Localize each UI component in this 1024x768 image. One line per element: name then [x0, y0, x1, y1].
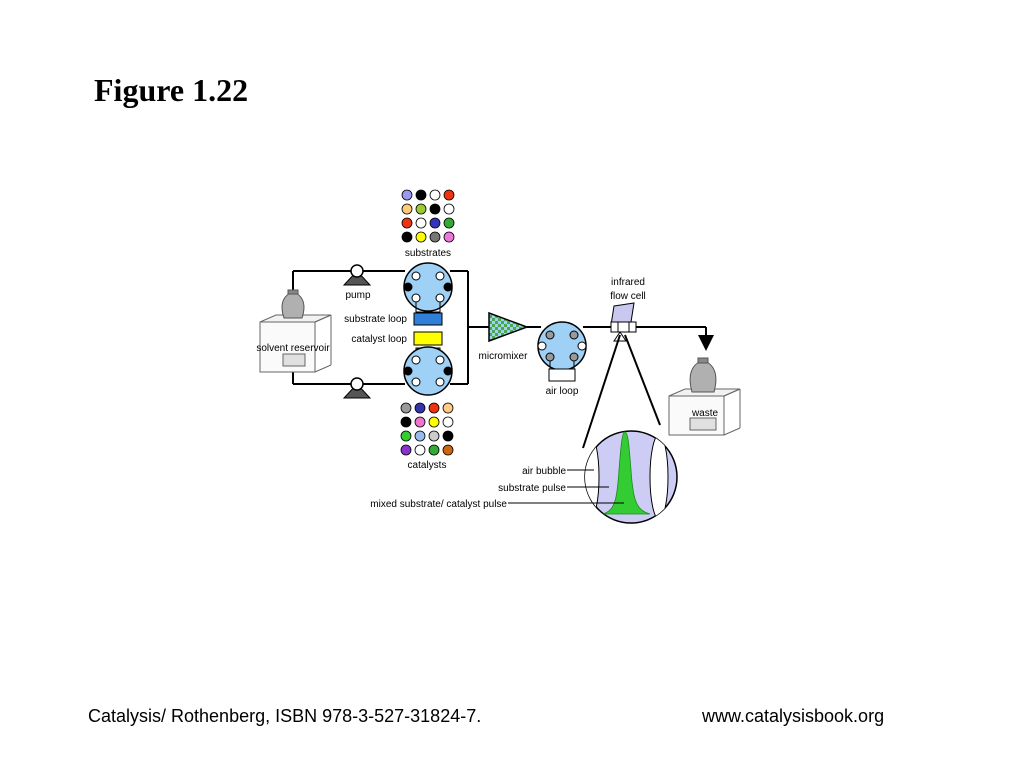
substrates-label: substrates: [405, 248, 451, 259]
flow-detail-circle: [584, 430, 678, 524]
color-dot: [415, 217, 427, 229]
color-dot: [443, 189, 455, 201]
catalyst-loop: [413, 331, 443, 346]
color-dot: [414, 402, 426, 414]
color-dot: [414, 416, 426, 428]
color-dot: [442, 444, 454, 456]
color-dot: [443, 203, 455, 215]
waste-container: [668, 357, 741, 436]
infrared-label-line1: infrared: [611, 277, 645, 288]
color-dot: [428, 444, 440, 456]
color-dot: [401, 231, 413, 243]
color-dot: [401, 189, 413, 201]
color-dot: [400, 430, 412, 442]
color-dot: [414, 444, 426, 456]
color-dot: [429, 231, 441, 243]
color-dot: [428, 402, 440, 414]
infrared-label-line2: flow cell: [610, 291, 646, 302]
pump-bottom: [342, 377, 372, 399]
catalysts-label: catalysts: [408, 460, 447, 471]
color-dot: [400, 444, 412, 456]
color-dot: [429, 217, 441, 229]
footer-url[interactable]: www.catalysisbook.org: [702, 706, 885, 726]
color-dot: [443, 217, 455, 229]
color-dot: [442, 416, 454, 428]
catalyst-loop-label: catalyst loop: [351, 334, 407, 345]
color-dot: [401, 203, 413, 215]
air-loop-label: air loop: [546, 386, 579, 397]
pump-top: [342, 264, 372, 286]
figure-title: Figure 1.22: [94, 72, 249, 108]
pump-label: pump: [345, 290, 370, 301]
valve-top: [403, 262, 453, 313]
air-valve: [537, 321, 587, 371]
color-dot: [415, 189, 427, 201]
substrate-loop-label: substrate loop: [344, 314, 407, 325]
color-dot: [443, 231, 455, 243]
color-dot: [415, 203, 427, 215]
catalyst-color-grid: [400, 402, 454, 456]
color-dot: [400, 416, 412, 428]
footer-citation: Catalysis/ Rothenberg, ISBN 978-3-527-31…: [88, 706, 482, 726]
substrate-color-grid: [401, 189, 455, 243]
color-dot: [442, 402, 454, 414]
color-dot: [400, 402, 412, 414]
zoom-line-right: [624, 334, 661, 426]
valve-bottom: [403, 346, 453, 396]
color-dot: [428, 430, 440, 442]
mixed-pulse-label: mixed substrate/ catalyst pulse: [370, 499, 507, 510]
substrate-loop: [413, 312, 443, 326]
color-dot: [442, 430, 454, 442]
air-loop: [548, 368, 576, 382]
color-dot: [428, 416, 440, 428]
micromixer-triangle: [488, 311, 530, 343]
solvent-reservoir: [259, 289, 332, 373]
color-dot: [415, 231, 427, 243]
air-bubble-label: air bubble: [522, 466, 566, 477]
substrate-pulse-label: substrate pulse: [498, 483, 566, 494]
waste-label: waste: [691, 408, 719, 419]
zoom-line-left: [582, 334, 621, 449]
flow-cell: [610, 302, 637, 342]
solvent-reservoir-label: solvent reservoir: [256, 343, 330, 354]
color-dot: [429, 203, 441, 215]
micromixer-label: micromixer: [479, 351, 529, 362]
color-dot: [401, 217, 413, 229]
color-dot: [429, 189, 441, 201]
color-dot: [414, 430, 426, 442]
